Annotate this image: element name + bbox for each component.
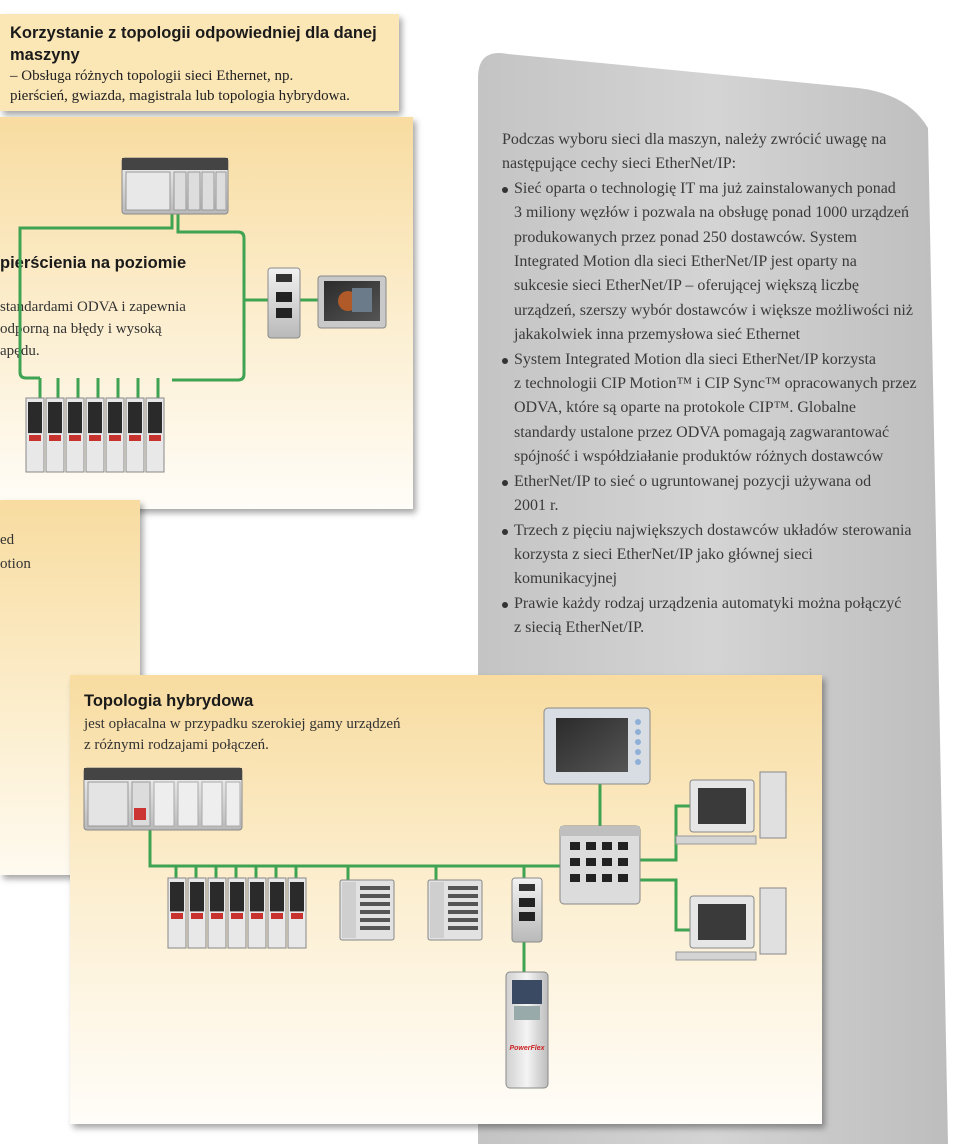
servo-drive	[247, 877, 267, 949]
servo-drive	[105, 397, 125, 473]
servo-drive	[167, 877, 187, 949]
ring-card-body: standardami ODVA i zapewnia odporną na b…	[0, 299, 186, 359]
ethernet-switch-hybrid	[511, 877, 543, 943]
servo-drive	[187, 877, 207, 949]
powerflex-label: PowerFlex	[509, 1045, 545, 1052]
feature-item-line: produkowanych przez ponad 250 dostawców.…	[514, 228, 857, 246]
managed-switch	[559, 825, 641, 905]
topology-card-body: – Obsługa różnych topologii sieci Ethern…	[10, 68, 350, 104]
feature-item-line: System Integrated Motion dla sieci Ether…	[514, 350, 876, 368]
servo-drive	[287, 877, 307, 949]
feature-item-line: jakakolwiek inna przemysłowa sieć Ethern…	[514, 326, 801, 344]
feature-item-line: urządzeń, szerszy wybór dostawców i więk…	[514, 301, 913, 319]
panel-intro-line-1: Podczas wyboru sieci dla maszyn, należy …	[502, 131, 887, 148]
feature-item-line: 2001 r.	[514, 497, 559, 515]
servo-drive	[227, 877, 247, 949]
servo-drive-rack-hybrid	[167, 877, 307, 949]
feature-item: Prawie każdy rodzaj urządzenia automatyk…	[502, 592, 932, 641]
hmi-panel-ring	[317, 275, 387, 329]
io-module-1	[339, 879, 395, 941]
powerflex-drive: PowerFlex	[505, 971, 549, 1089]
feature-item-line: Sieć oparta o technologię IT ma już zain…	[514, 179, 896, 197]
desktop-computer-2	[675, 887, 787, 961]
feature-item-line: Trzech z pięciu największych dostawców u…	[514, 521, 912, 539]
feature-item-line: korzysta z sieci EtherNet/IP jako główne…	[514, 545, 813, 563]
servo-drive	[85, 397, 105, 473]
feature-item-line: standardy ustalone przez ODVA pomagają z…	[514, 423, 890, 441]
hmi-panel-hybrid	[543, 707, 651, 785]
feature-item: Sieć oparta o technologię IT ma już zain…	[502, 177, 932, 348]
desktop-computer-1	[675, 771, 787, 845]
topology-card	[0, 14, 399, 111]
servo-drive	[125, 397, 145, 473]
servo-drive	[207, 877, 227, 949]
feature-item-line: EtherNet/IP to sieć o ugruntowanej pozyc…	[514, 472, 872, 490]
feature-item-line: sukcesie sieci EtherNet/IP – oferującej …	[514, 277, 860, 295]
controller-chassis	[121, 157, 229, 215]
io-module-2	[427, 879, 483, 941]
feature-item-line: spójność i współdziałanie produktów różn…	[514, 448, 884, 466]
feature-item: EtherNet/IP to sieć o ugruntowanej pozyc…	[502, 470, 932, 519]
ring-card-title: pierścienia na poziomie	[0, 254, 187, 272]
servo-drive	[145, 397, 165, 473]
controller-chassis-hybrid	[83, 767, 243, 831]
feature-list: Sieć oparta o technologię IT ma już zain…	[502, 177, 932, 641]
feature-item: Trzech z pięciu największych dostawców u…	[502, 519, 932, 592]
linear-card-body: ed otion	[0, 532, 31, 572]
feature-item-line: z technologii CIP Motion™ i CIP Sync™ op…	[514, 375, 917, 393]
feature-item-line: z siecią EtherNet/IP.	[514, 619, 645, 637]
feature-item-line: komunikacyjnej	[514, 570, 618, 588]
panel-intro-line-2: następujące cechy sieci EtherNet/IP:	[502, 155, 737, 173]
ethernet-ip-features: Podczas wyboru sieci dla maszyn, należy …	[502, 128, 932, 641]
servo-drive	[45, 397, 65, 473]
hybrid-card-title: Topologia hybrydowa	[84, 692, 254, 710]
feature-item-line: Prawie każdy rodzaj urządzenia automatyk…	[514, 594, 902, 612]
ring-network-cables	[18, 212, 320, 398]
feature-item-line: Integrated Motion dla sieci EtherNet/IP …	[514, 253, 857, 271]
ethernet-switch-small	[267, 267, 301, 339]
hybrid-card-body: jest opłacalna w przypadku szerokiej gam…	[84, 716, 401, 753]
servo-drive	[65, 397, 85, 473]
servo-drive	[25, 397, 45, 473]
topology-card-title: Korzystanie z topologii odpowiedniej dla…	[10, 24, 377, 64]
feature-item-line: 3 miliony węzłów i pozwala na obsługę po…	[514, 204, 909, 222]
servo-drive-rack-ring	[25, 397, 165, 473]
feature-item: System Integrated Motion dla sieci Ether…	[502, 348, 932, 470]
feature-item-line: ODVA, które są oparte na protokole CIP™.…	[514, 399, 856, 417]
servo-drive	[267, 877, 287, 949]
